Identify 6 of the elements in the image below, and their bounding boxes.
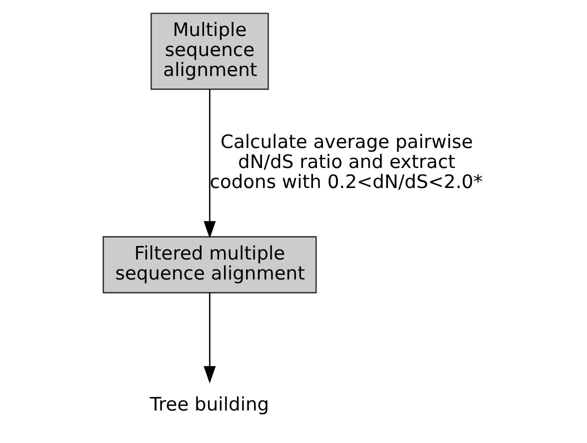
edge-label: Calculate average pairwise dN/dS ratio and extract codons with 0.2<dN/dS<2.0* bbox=[210, 132, 483, 193]
arrow bbox=[204, 292, 216, 384]
node-box: Multiple sequence alignment bbox=[150, 12, 269, 90]
node-text: Tree building bbox=[150, 394, 270, 416]
arrow bbox=[204, 89, 216, 238]
node-box: Filtered multiple sequence alignment bbox=[102, 236, 317, 294]
